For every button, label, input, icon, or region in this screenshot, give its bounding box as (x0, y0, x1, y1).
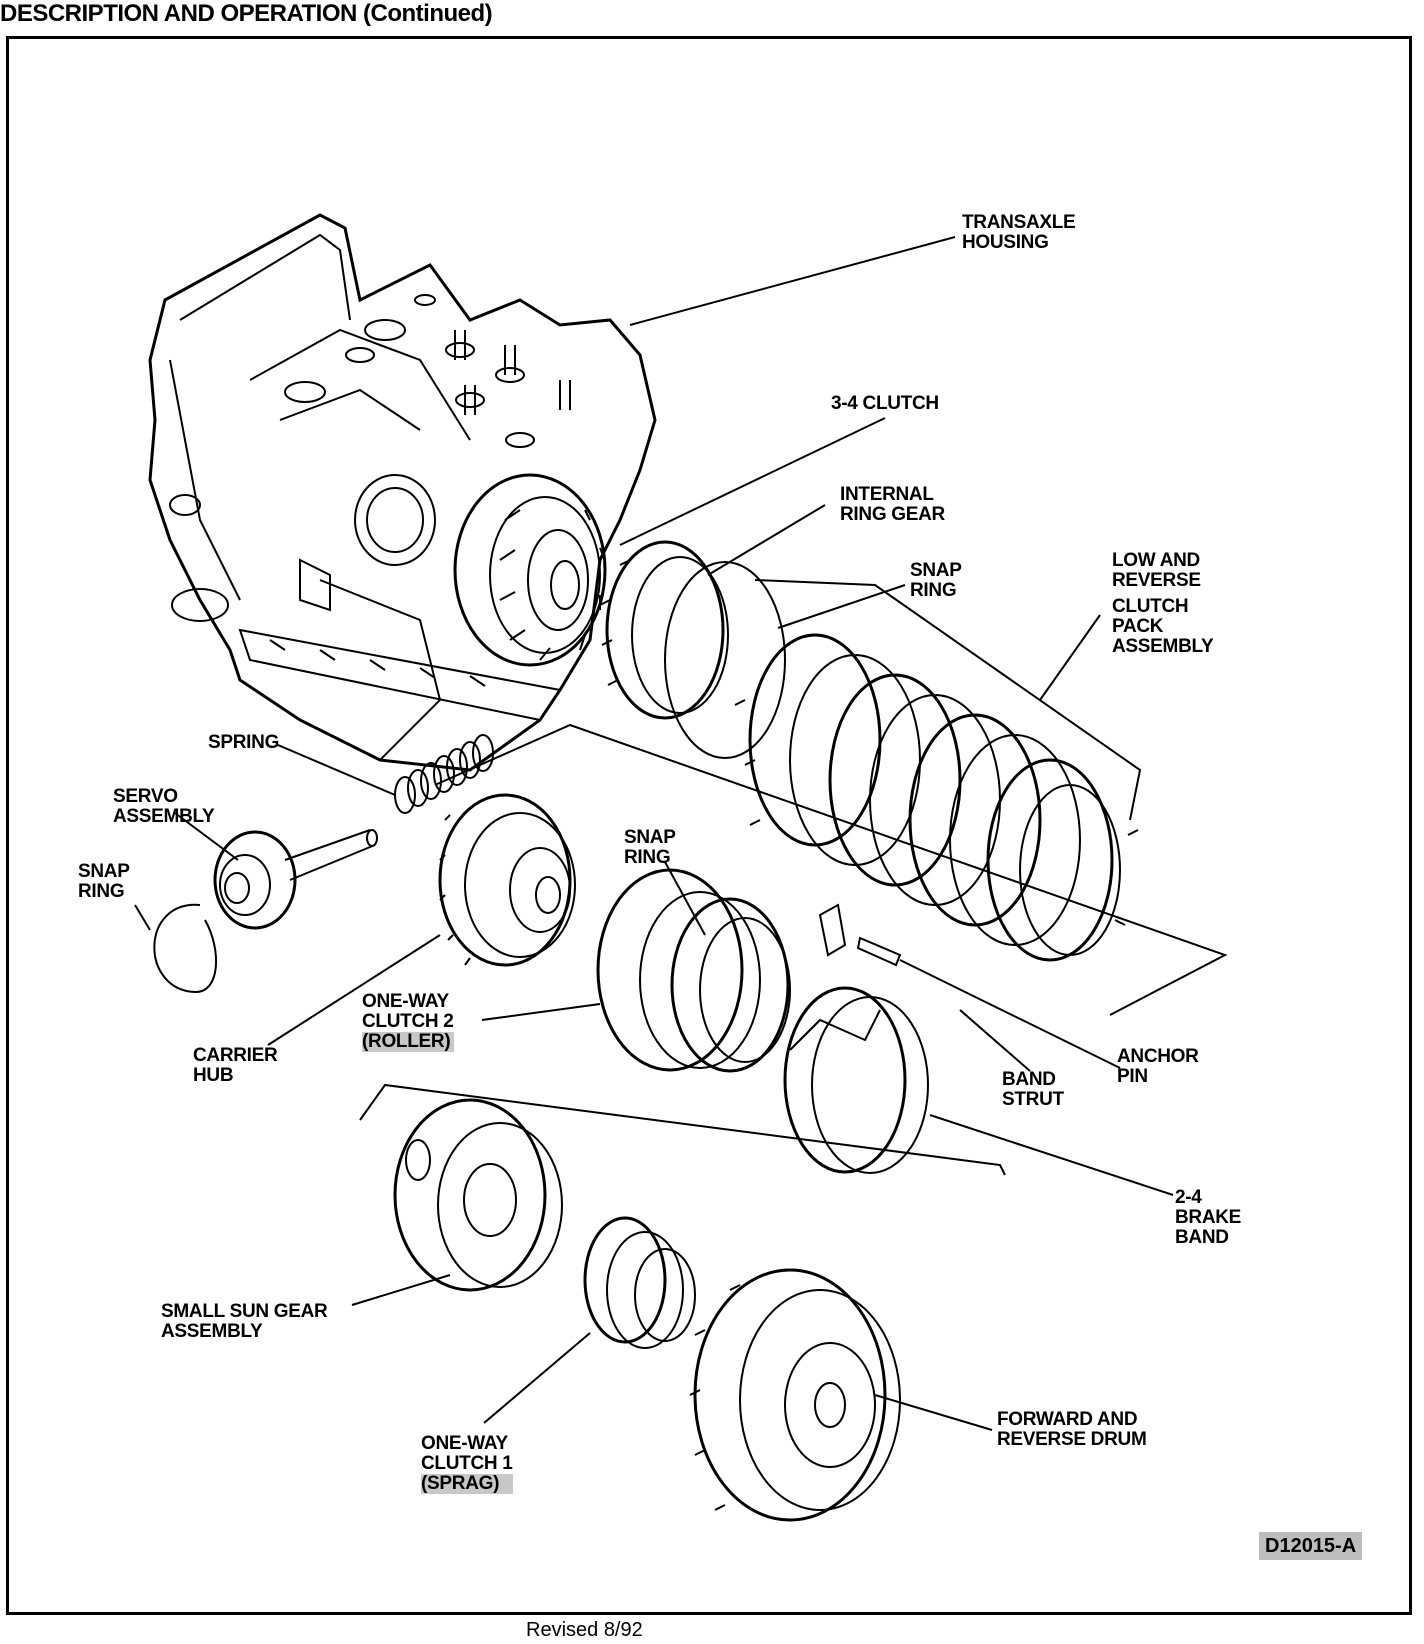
servo-assembly-drawing (213, 829, 378, 930)
transaxle-housing-drawing (148, 213, 657, 772)
label-spring: SPRING (208, 732, 280, 753)
small-sun-gear-drawing (393, 1098, 563, 1292)
figure-frame (6, 36, 1412, 1615)
figure-id: D12015-A (1259, 1532, 1363, 1560)
spring-drawing (394, 734, 494, 814)
label-3-4-clutch: 3-4 CLUTCH (831, 393, 939, 414)
brake-band-drawing (783, 986, 929, 1174)
forward-reverse-drum-drawing (689, 1268, 901, 1522)
clutch-pack-bracket (754, 579, 1142, 821)
internal-ring-gear-drawing (599, 540, 729, 720)
snap-ring-left-drawing (153, 903, 218, 994)
carrier-hub-drawing (438, 793, 576, 967)
carrier-bracket (434, 723, 1228, 1016)
one-way-clutch-2-drawing (596, 868, 791, 1073)
leader-lines (134, 236, 1174, 1431)
lower-bracket (359, 1083, 1006, 1176)
revision-note: Revised 8/92 (526, 1619, 643, 1641)
page-title: DESCRIPTION AND OPERATION (Continued) (0, 0, 493, 27)
clutch-pack-plates-drawing (734, 633, 1139, 962)
band-strut-drawing (818, 903, 902, 967)
one-way-clutch-1-drawing (583, 1216, 696, 1349)
snap-ring-upper-drawing (664, 561, 786, 759)
